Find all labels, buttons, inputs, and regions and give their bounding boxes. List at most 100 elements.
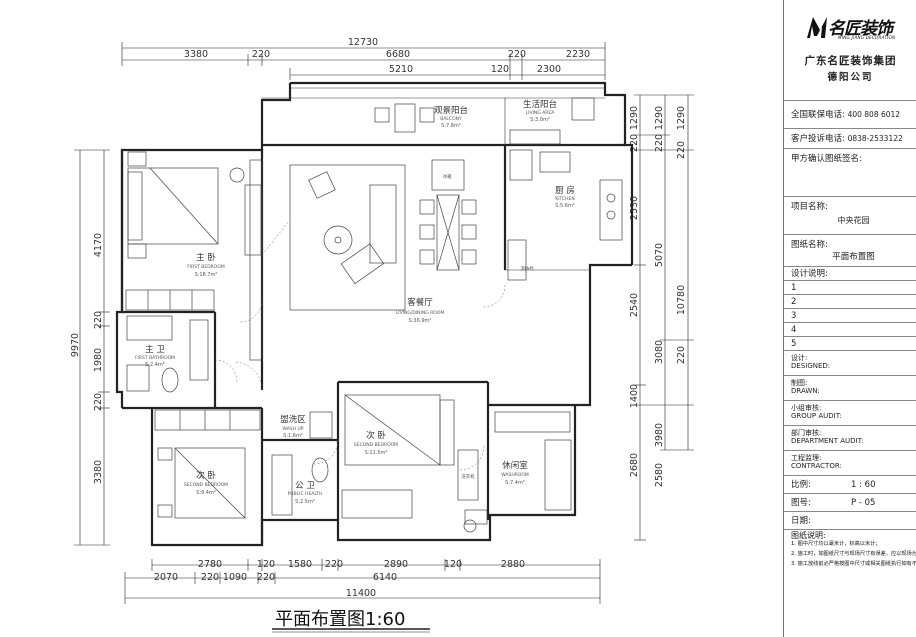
svg-text:KITCHEN: KITCHEN xyxy=(555,196,575,202)
client-signature-row: 甲方确认图纸签名: xyxy=(784,148,916,196)
svg-text:S:5.6m²: S:5.6m² xyxy=(555,203,575,209)
note-2: 2. 施工时，如图纸尺寸与现场尺寸有误差，应以现场为准； xyxy=(791,551,916,557)
svg-text:S:2.5m²: S:2.5m² xyxy=(295,499,315,505)
dim-left-5: 3380 xyxy=(93,460,104,484)
svg-text:厨 房: 厨 房 xyxy=(555,185,575,196)
dim-top-5: 2230 xyxy=(566,49,590,60)
svg-text:主 卧: 主 卧 xyxy=(196,252,216,263)
svg-text:观景阳台: 观景阳台 xyxy=(434,105,468,116)
dim-bottom-12: 6140 xyxy=(373,572,397,583)
svg-text:S:36.9m²: S:36.9m² xyxy=(409,318,432,324)
svg-text:生活阳台: 生活阳台 xyxy=(523,99,557,110)
hotline-label: 全国联保电话: xyxy=(791,110,845,120)
scale-row: 比例: 1 : 60 xyxy=(784,475,916,493)
dim-right-8: 1290 xyxy=(654,106,665,130)
dim-top-3: 6680 xyxy=(386,49,410,60)
svg-text:FIRST BEDROOM: FIRST BEDROOM xyxy=(187,264,225,270)
dim-bottom-6: 120 xyxy=(444,559,462,570)
dim-bottom-3: 1580 xyxy=(288,559,312,570)
top-dimension-lines: 12730 3380 220 6680 220 2230 5210 120 23… xyxy=(121,37,606,80)
svg-text:WASH UP: WASH UP xyxy=(283,426,304,432)
scale-value: 1 : 60 xyxy=(851,480,876,490)
svg-text:盥洗区: 盥洗区 xyxy=(280,414,306,425)
contractor-row: 工程监理:CONTRACTOR: xyxy=(784,450,916,475)
dim-bottom-1: 2780 xyxy=(198,559,222,570)
design-notes-header: 设计说明: xyxy=(784,266,916,280)
drawing-notes: 图纸说明: 1. 图中尺寸均以毫米计，标高以米计； 2. 施工时，如图纸尺寸与现… xyxy=(784,529,916,604)
svg-text:客餐厅: 客餐厅 xyxy=(407,297,433,308)
dim-top-4: 220 xyxy=(508,49,526,60)
date-label: 日期: xyxy=(791,516,811,526)
complaint-value: 0838-2533122 xyxy=(847,134,903,143)
dim-right-7: 2680 xyxy=(629,453,640,477)
svg-text:WASHROOM: WASHROOM xyxy=(501,472,529,478)
dim-left-total: 9970 xyxy=(70,333,81,357)
project-row: 项目名称: 中央花园 xyxy=(784,196,916,234)
svg-text:S:1.6m²: S:1.6m² xyxy=(283,433,303,439)
dim-top-2: 220 xyxy=(252,49,270,60)
svg-text:次 卧: 次 卧 xyxy=(366,430,386,441)
date-row: 日期: xyxy=(784,511,916,529)
bottom-dimension-lines: 2780 120 1580 220 2890 120 2880 2070 220… xyxy=(124,559,601,604)
dim-right-1: 1290 xyxy=(629,106,640,130)
label-fire-hydrant: 消防栓 xyxy=(520,265,534,272)
dim-left-3: 1980 xyxy=(93,348,104,372)
svg-text:SECOND BEDROOM: SECOND BEDROOM xyxy=(184,482,228,488)
group-audit-row: 小组审核:GROUP AUDIT: xyxy=(784,400,916,425)
svg-text:SECOND BEDROOM: SECOND BEDROOM xyxy=(354,442,398,448)
hotline-value: 400 808 6012 xyxy=(847,110,901,119)
floor-plan: 12730 3380 220 6680 220 2230 5210 120 23… xyxy=(70,37,694,633)
complaint-label: 客户投诉电话: xyxy=(791,134,845,144)
design-note-2: 2 xyxy=(784,294,916,308)
svg-text:S:7.8m²: S:7.8m² xyxy=(441,123,461,129)
brand-m-icon xyxy=(807,17,827,38)
dim-right-9: 220 xyxy=(654,134,665,152)
designed-row: 设计:DESIGNED: xyxy=(784,350,916,375)
svg-text:休闲室: 休闲室 xyxy=(502,460,528,471)
project-name: 中央花园 xyxy=(837,216,870,225)
left-dimension-lines: 9970 4170 220 1980 220 3380 xyxy=(70,149,110,546)
project-label: 项目名称: xyxy=(791,202,828,212)
design-note-1: 1 xyxy=(784,280,916,294)
plan-title: 平面布置图1:60 xyxy=(275,609,405,630)
svg-text:次 卧: 次 卧 xyxy=(196,470,216,481)
drawing-name-row: 图纸名称: 平面布置图 xyxy=(784,234,916,266)
brand-english: MING JIANG DECORATION xyxy=(838,35,896,40)
label-fridge: 冰箱 xyxy=(443,173,452,180)
drawing-name: 平面布置图 xyxy=(832,252,875,262)
dim-top-inner-3: 2300 xyxy=(537,64,561,75)
dim-right-5: 3080 xyxy=(654,340,665,364)
furniture xyxy=(125,97,623,533)
dim-left-2: 220 xyxy=(93,311,104,329)
dim-bottom-9: 220 xyxy=(201,572,219,583)
dim-right-10: 5070 xyxy=(654,243,665,267)
svg-text:S:2.4m²: S:2.4m² xyxy=(145,362,165,368)
dim-bottom-10: 1090 xyxy=(223,572,247,583)
svg-text:S:11.5m²: S:11.5m² xyxy=(365,450,388,456)
dim-bottom-2: 120 xyxy=(257,559,275,570)
design-note-4: 4 xyxy=(784,322,916,336)
svg-text:PUBLIC HEALTH: PUBLIC HEALTH xyxy=(288,491,323,497)
dim-right-6: 1400 xyxy=(629,384,640,408)
scale-label: 比例: xyxy=(791,480,811,490)
svg-text:S:3.0m²: S:3.0m² xyxy=(530,117,550,123)
note-1: 1. 图中尺寸均以毫米计，标高以米计； xyxy=(791,541,881,547)
label-washer: 洗衣机 xyxy=(461,473,475,480)
design-note-3: 3 xyxy=(784,308,916,322)
drawing-label: 图纸名称: xyxy=(791,240,828,250)
sheet-label: 图号: xyxy=(791,498,811,508)
dim-right-11: 220 xyxy=(676,346,687,364)
department-audit-row: 部门审核:DEPARTMENT AUDIT: xyxy=(784,425,916,450)
hotline-row: 全国联保电话: 400 808 6012 xyxy=(784,100,916,128)
dim-right-3: 2530 xyxy=(629,196,640,220)
dim-top-inner-1: 5210 xyxy=(389,64,413,75)
